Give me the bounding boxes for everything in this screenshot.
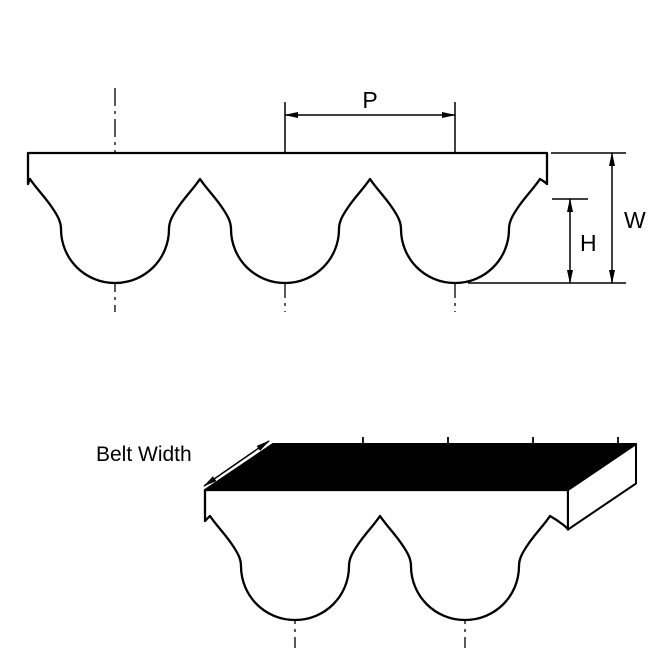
belt-end-face: [567, 443, 637, 531]
belt-front-face: [203, 488, 570, 622]
pitch-label: P: [362, 87, 377, 113]
belt-width-label: Belt Width: [96, 443, 192, 466]
thickness-label: W: [624, 207, 646, 233]
belt-cross-section: [26, 151, 549, 285]
belt-width-dimension-line: [203, 440, 270, 487]
belt-top-surface: [204, 443, 637, 491]
profile-view: P W H: [26, 87, 646, 312]
perspective-view: Belt Width: [96, 437, 637, 648]
tooth-height-label: H: [580, 230, 597, 256]
